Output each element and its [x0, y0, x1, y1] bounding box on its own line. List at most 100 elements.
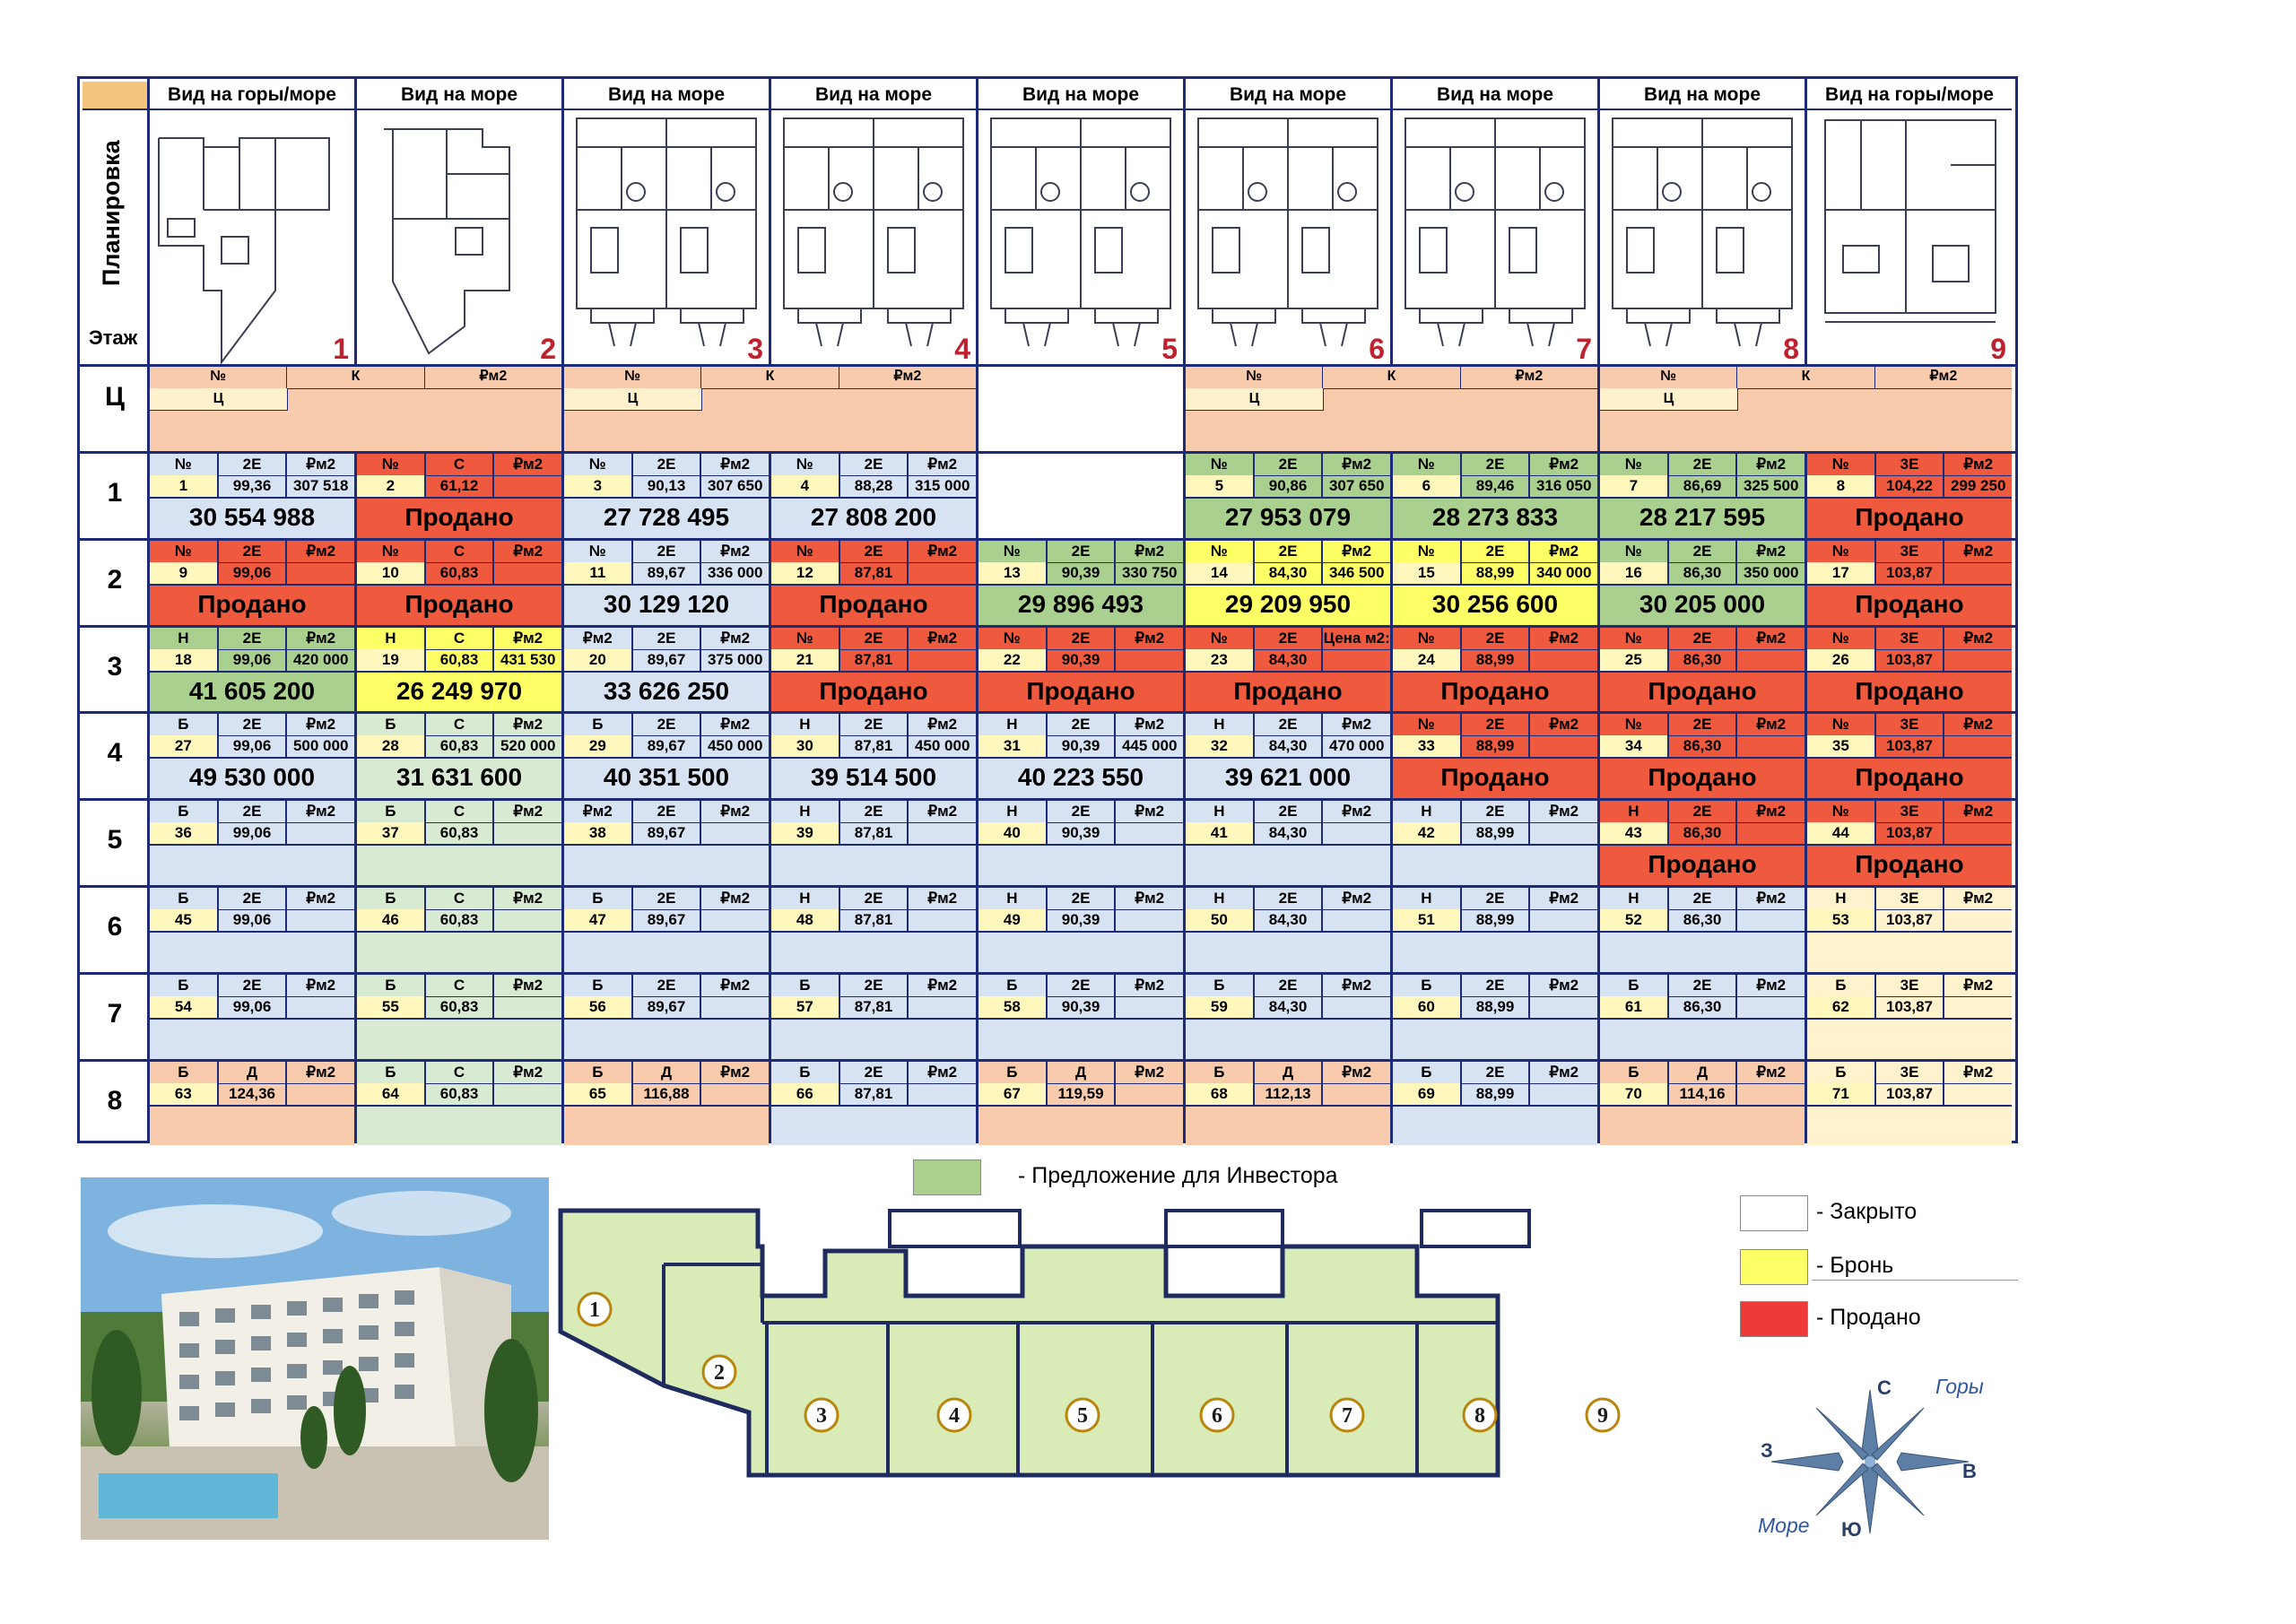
apt-layout-code: 2Е [1462, 888, 1531, 909]
apt-layout-code: 2Е [219, 627, 288, 649]
legend-k: К [287, 367, 425, 388]
apt-type-code: № [1186, 454, 1255, 475]
apt-area: 99,06 [219, 822, 288, 845]
view-header-4: Вид на море [771, 82, 976, 110]
apt-price-per-m2 [701, 996, 769, 1018]
apt-layout-code: 2Е [1669, 974, 1738, 996]
apt-layout-code: 2Е [1048, 801, 1117, 823]
floor-number-6: 6 [107, 912, 123, 942]
apt-layout-code: С [426, 714, 495, 736]
plan-unit-number: 9 [1597, 1404, 1608, 1428]
apt-area: 89,67 [633, 822, 702, 845]
apt-price-per-m2: 307 518 [292, 477, 349, 494]
apt-total-price: 40 351 500 [603, 763, 730, 792]
apt-layout-code: 2Е [840, 454, 909, 475]
apt-price-label: ₽м2 [306, 803, 336, 821]
apt-type-code: Н [1600, 801, 1669, 823]
plan-unit-number: 1 [589, 1298, 600, 1322]
apt-number: 51 [1393, 909, 1462, 931]
apt-area: 88,99 [1462, 648, 1531, 671]
apt-total-price: Продано [404, 589, 514, 618]
apt-number: 69 [1393, 1082, 1462, 1105]
view-header-7: Вид на море [1393, 82, 1597, 110]
floor-plan-6: 6 [1186, 111, 1390, 364]
apt-price-label: ₽м2 [1756, 976, 1787, 994]
apt-type-code: № [978, 627, 1048, 649]
apt-layout-code: 2Е [840, 627, 909, 649]
apt-layout-code: 2Е [840, 888, 909, 909]
